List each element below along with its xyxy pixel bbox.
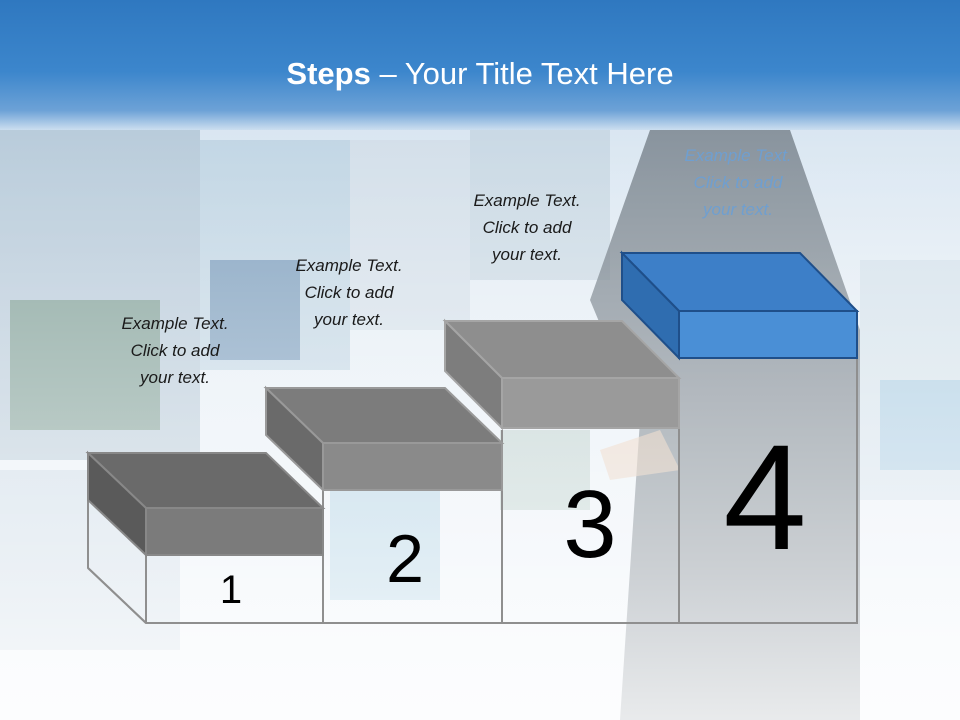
caption-line: Example Text.: [473, 191, 581, 210]
step-4-number: 4: [723, 413, 807, 581]
caption-line: Click to add: [693, 173, 783, 192]
step-4-block[interactable]: [619, 250, 860, 361]
step-2-block[interactable]: [263, 385, 505, 493]
title-bold: Steps: [286, 56, 371, 91]
caption-line: Example Text.: [121, 314, 229, 333]
caption-line: your text.: [314, 310, 384, 329]
step-2-caption[interactable]: Example Text. Click to add your text.: [269, 252, 429, 333]
caption-line: Click to add: [130, 341, 220, 360]
title-bar: [0, 0, 960, 130]
step-4-caption[interactable]: Example Text. Click to add your text.: [658, 142, 818, 223]
step-1-block[interactable]: [85, 450, 326, 558]
step-1-caption[interactable]: Example Text. Click to add your text.: [95, 310, 255, 391]
caption-line: Example Text.: [684, 146, 792, 165]
caption-line: your text.: [492, 245, 562, 264]
step-3-number: 3: [563, 471, 617, 578]
step-3-caption[interactable]: Example Text. Click to add your text.: [447, 187, 607, 268]
caption-line: Click to add: [304, 283, 394, 302]
step-3-block[interactable]: [442, 318, 682, 431]
step-2-number: 2: [386, 521, 424, 597]
step-1-number: 1: [219, 568, 243, 612]
slide-title[interactable]: Steps – Your Title Text Here: [0, 56, 960, 92]
caption-line: your text.: [703, 200, 773, 219]
caption-line: Click to add: [482, 218, 572, 237]
title-text: – Your Title Text Here: [370, 56, 674, 91]
caption-line: your text.: [140, 368, 210, 387]
caption-line: Example Text.: [295, 256, 403, 275]
